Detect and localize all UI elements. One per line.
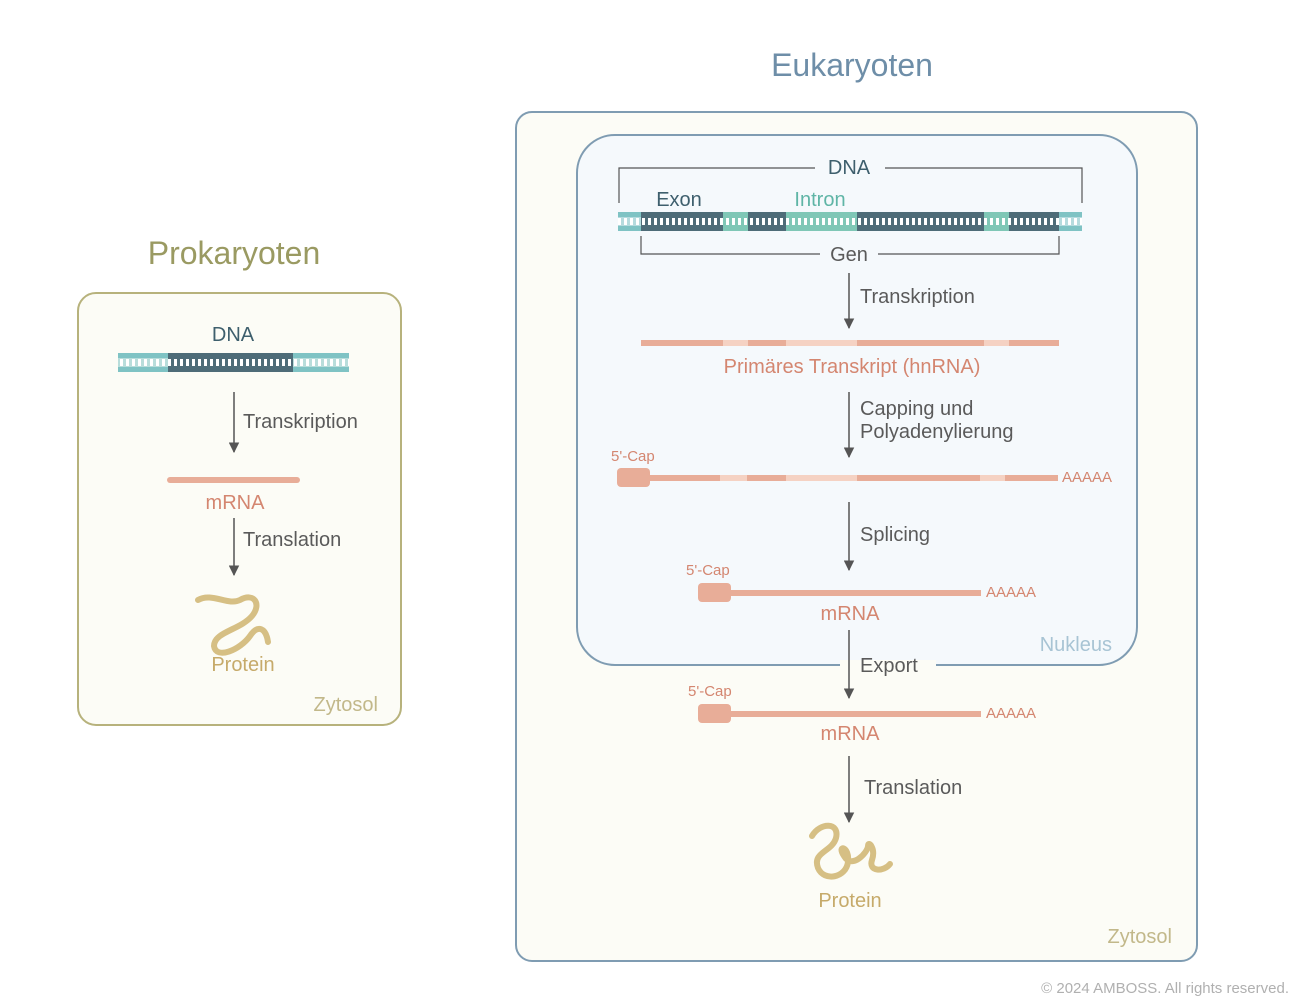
prokaryote-dna-label: DNA [212,324,255,346]
primary-transcript-strand [641,340,1059,346]
eukaryote-transcription-label: Transkription [860,286,975,308]
polya-label-3: AAAAA [986,705,1036,722]
exon-label: Exon [656,189,702,211]
copyright-notice: © 2024 AMBOSS. All rights reserved. [1041,980,1289,997]
intron-label: Intron [794,189,845,211]
gene-label: Gen [830,244,868,266]
eukaryote-zytosol-label: Zytosol [1108,926,1172,948]
polya-label-2: AAAAA [986,584,1036,601]
export-label: Export [860,655,918,677]
cap-label-3: 5'-Cap [688,683,732,700]
prokaryote-zytosol-label: Zytosol [314,694,378,716]
eukaryote-translation-label: Translation [864,777,962,799]
eukaryote-protein-icon [809,822,893,880]
prokaryote-title: Prokaryoten [148,235,321,271]
eukaryote-protein-label: Protein [818,890,881,912]
capping-label-line1: Capping und [860,398,973,420]
cap-label-1: 5'-Cap [611,448,655,465]
prokaryote-transcription-label: Transkription [243,411,358,433]
eukaryote-dna-strand [618,212,1082,231]
prokaryote-translation-label: Translation [243,529,341,551]
capping-label-line2: Polyadenylierung [860,421,1013,443]
cytosolic-mrna-strand [698,704,981,723]
dna-bracket [618,167,1083,203]
nuclear-mrna-label: mRNA [821,603,881,625]
nucleus-label: Nukleus [1040,634,1112,656]
gene-bracket [640,236,1060,255]
cap-label-2: 5'-Cap [686,562,730,579]
nucleus-border-gap [840,660,936,670]
prokaryote-dna-strand [118,353,349,372]
prokaryote-protein-label: Protein [211,654,274,676]
primary-transcript-label: Primäres Transkript (hnRNA) [724,356,981,378]
nuclear-mrna-strand [698,583,981,602]
prokaryote-protein-icon [195,594,271,656]
polya-label-1: AAAAA [1062,469,1112,486]
eukaryote-title: Eukaryoten [771,47,933,83]
prokaryote-cytosol-box [77,292,402,726]
splicing-label: Splicing [860,524,930,546]
eukaryote-panel: Eukaryoten DNA Exon Intron [515,47,1198,962]
prokaryote-panel: Prokaryoten DNA Transkription mRNA Trans… [77,235,402,726]
cytosolic-mrna-label: mRNA [821,723,881,745]
capped-pre-mrna-strand [617,468,1058,487]
eukaryote-dna-label: DNA [828,157,871,179]
prokaryote-mrna-label: mRNA [206,492,266,514]
